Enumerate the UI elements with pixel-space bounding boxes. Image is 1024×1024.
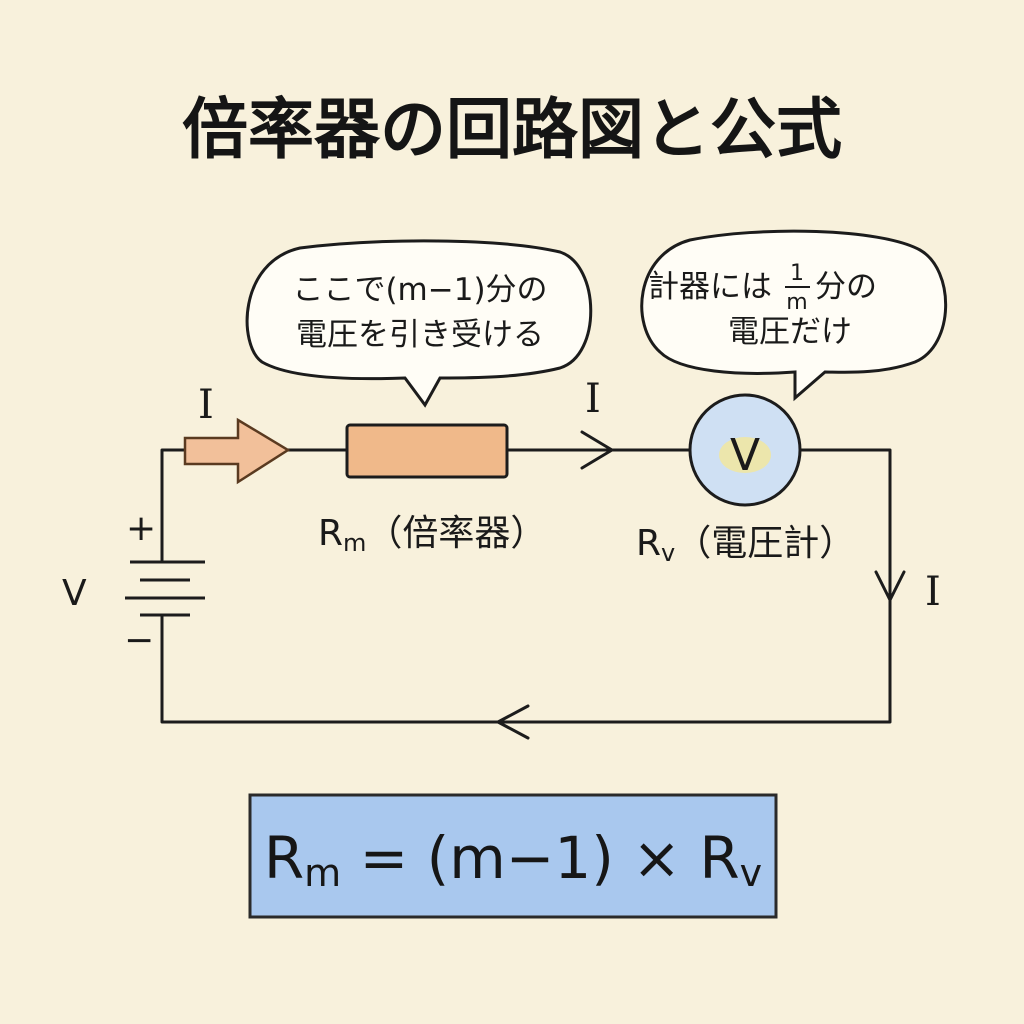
current-arrow-icon (183, 417, 291, 485)
battery-voltage-label: V (62, 573, 87, 614)
voltmeter-highlight (719, 437, 771, 473)
bubble-text-line2: 電圧を引き受ける (296, 317, 544, 353)
current-arrow-right (874, 570, 906, 602)
formula: Rm = (m−1) × Rv (264, 824, 762, 895)
multiplier-label: Rm（倍率器） (318, 513, 546, 557)
bubble-text-a: 計器には (648, 269, 772, 305)
current-arrow-top (580, 430, 614, 470)
speech-bubble-meter: 計器には 1 m 分の 電圧だけ (640, 229, 948, 402)
formula-box (248, 793, 778, 919)
current-label-left: I (198, 382, 214, 428)
fraction-denominator: m (786, 290, 807, 315)
wire-loop (160, 448, 892, 724)
bubble-text-b: 分の (815, 269, 877, 305)
speech-bubble-multiplier: ここで(m−1)分の 電圧を引き受ける (245, 239, 593, 408)
voltmeter-label: Rv（電圧計） (636, 523, 855, 567)
battery-minus: − (124, 620, 154, 661)
bubble-text-line1: ここで(m−1)分の (292, 272, 547, 308)
voltmeter-symbol: V (730, 430, 760, 481)
page-title: 倍率器の回路図と公式 (182, 91, 842, 168)
battery-plus: + (126, 508, 156, 549)
battery-icon (125, 560, 205, 617)
current-label-top: I (585, 376, 601, 422)
svg-text:計器には: 計器には (648, 269, 772, 305)
fraction-numerator: 1 (790, 261, 804, 286)
multiplier-resistor (345, 423, 509, 479)
current-label-right: I (925, 569, 941, 615)
wire-top-left (160, 448, 187, 562)
current-arrow-bottom (496, 704, 530, 740)
bubble-text-line2: 電圧だけ (728, 314, 852, 350)
